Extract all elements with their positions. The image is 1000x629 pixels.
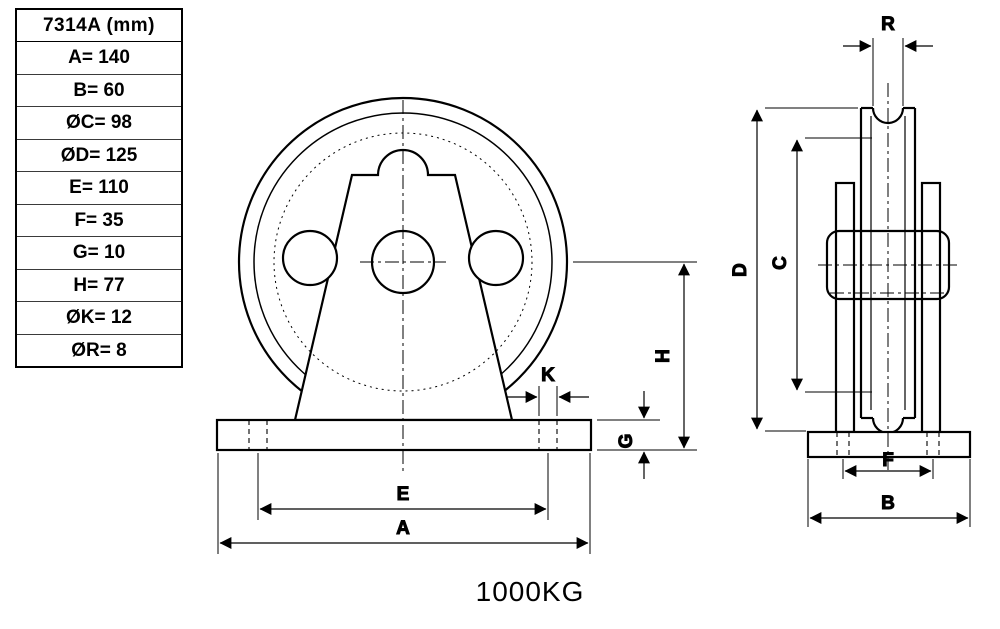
dimension-E: E [257,453,549,520]
dim-label-h: H [653,349,674,363]
left-cheek-plate [834,181,856,434]
right-hole [467,229,525,287]
table-row-k: ØK= 12 [17,302,181,335]
table-header: 7314A (mm) [17,10,181,42]
dimension-table: 7314A (mm) A= 140 B= 60 ØC= 98 ØD= 125 E… [15,8,183,368]
dim-label-c: C [770,256,791,270]
weight-rating-label: 1000KG [476,576,585,607]
dimension-B: B [807,459,971,527]
groove-top-arc [871,107,905,125]
table-row-h: H= 77 [17,270,181,302]
base-plate-side [806,430,972,459]
dimension-R: R [843,14,933,106]
dim-label-r: R [881,14,895,35]
table-row-c: ØC= 98 [17,107,181,140]
dimension-D: D [730,107,858,432]
table-row-e: E= 110 [17,172,181,205]
side-view [806,83,972,470]
dim-label-k: K [541,365,555,386]
table-row-f: F= 35 [17,205,181,237]
left-hole [281,229,339,287]
front-view [215,96,593,474]
right-cheek-plate [920,181,942,434]
dim-label-g: G [616,434,637,449]
dimension-G: G [597,391,660,479]
table-row-r: ØR= 8 [71,339,127,361]
dimension-C: C [770,137,872,393]
dim-label-f: F [882,450,894,471]
dim-label-b: B [881,493,895,514]
base-plate-front [215,418,593,452]
table-row-g: G= 10 [17,237,181,270]
dimension-F: F [842,450,934,479]
table-row-d: ØD= 125 [17,140,181,172]
table-row-b: B= 60 [17,75,181,107]
dimension-K: K [507,365,589,416]
dimension-A: A [217,453,591,554]
dim-label-a: A [396,518,410,539]
dim-label-d: D [730,263,751,277]
dim-label-e: E [397,484,410,505]
dimension-H: H [573,261,697,451]
table-row-a: A= 140 [17,42,181,75]
